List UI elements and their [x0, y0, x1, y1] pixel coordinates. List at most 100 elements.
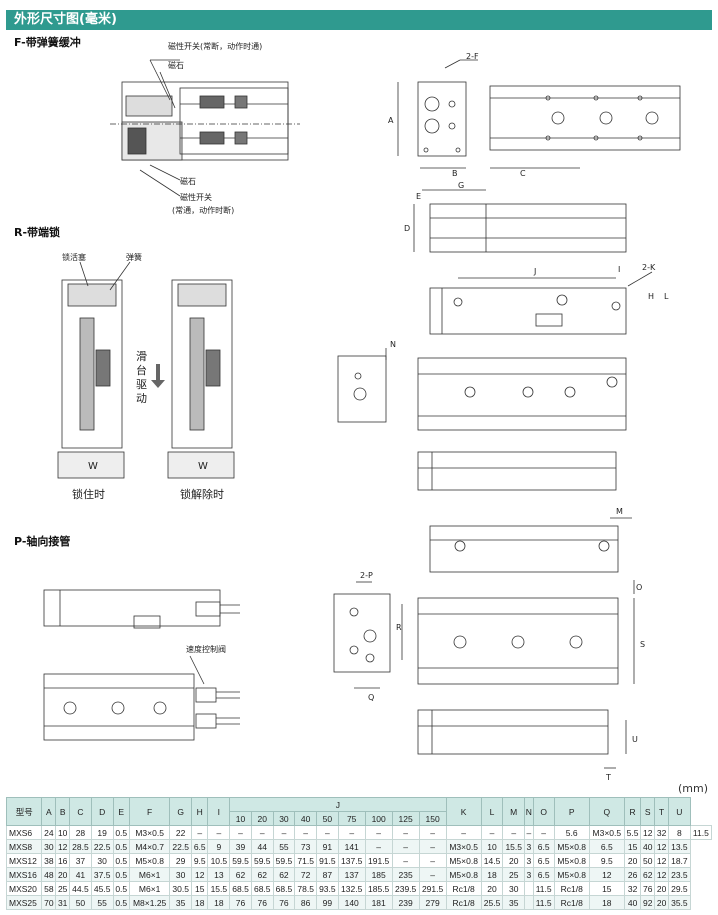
table-cell: 35 — [502, 895, 526, 910]
table-cell: 291.5 — [418, 881, 447, 896]
table-cell: 23.5 — [668, 867, 691, 882]
table-cell: 191.5 — [364, 853, 393, 868]
header-col-t: T — [654, 797, 670, 826]
table-cell: 72 — [294, 867, 317, 882]
table-cell: 132.5 — [337, 881, 366, 896]
table-cell: 22 — [169, 825, 193, 840]
table-cell: 62 — [250, 867, 274, 882]
table-cell: 76 — [229, 895, 252, 910]
label-spring: 弹簧 — [126, 252, 142, 262]
table-cell: 58 — [41, 881, 57, 896]
dim-s: S — [640, 640, 645, 649]
dim-r: R — [396, 623, 402, 632]
table-cell: 68.5 — [229, 881, 252, 896]
header-col-n: N — [524, 797, 534, 826]
drawing-p-endview — [333, 581, 403, 689]
header-col-m: M — [502, 797, 526, 826]
header-col-u: U — [668, 797, 691, 826]
table-cell — [524, 895, 534, 910]
technical-drawings: 磁性开关(常断，动作时通) 磁石 磁石 磁性开关 (常通，动作时断) 2-F A… — [43, 41, 681, 782]
table-cell: 41 — [69, 867, 92, 882]
table-cell: M5×0.8 — [553, 853, 590, 868]
table-cell: 15 — [623, 839, 642, 854]
table-cell: – — [418, 839, 447, 854]
cell-model: MXS16 — [5, 867, 43, 882]
table-cell: 78.5 — [294, 881, 317, 896]
table-cell: 185.5 — [364, 881, 393, 896]
table-cell: 12 — [588, 867, 625, 882]
header-col-k: K — [445, 797, 482, 826]
table-cell: 87 — [316, 867, 339, 882]
header-j-75: 75 — [337, 811, 366, 826]
table-cell: 15 — [191, 881, 209, 896]
table-cell: Rc1/8 — [553, 881, 590, 896]
header-col-r: R — [623, 797, 642, 826]
dim-o: O — [636, 583, 642, 592]
table-cell: 26 — [623, 867, 642, 882]
table-cell: 181 — [364, 895, 393, 910]
table-cell: 25 — [55, 881, 71, 896]
table-cell: 12 — [654, 867, 670, 882]
dim-j: J — [533, 267, 536, 276]
table-cell: – — [250, 825, 274, 840]
dim-q: Q — [368, 693, 374, 702]
table-cell: – — [391, 853, 420, 868]
table-cell: 0.5 — [112, 895, 130, 910]
drawing-p-left-top — [43, 589, 240, 629]
label-magnet-top: 磁石 — [168, 60, 184, 70]
dim-a: A — [388, 116, 394, 125]
header-col-d: D — [90, 797, 114, 826]
page-header: 外形尺寸图(毫米) — [6, 10, 712, 30]
table-cell: 16 — [55, 853, 71, 868]
table-cell: – — [229, 825, 252, 840]
cell-model: MXS25 — [5, 895, 43, 910]
header-col-j: J — [229, 797, 447, 812]
table-cell: 141 — [337, 839, 366, 854]
dim-b: B — [452, 169, 458, 178]
header-j-40: 40 — [294, 811, 317, 826]
label-2k: 2-K — [642, 263, 656, 272]
section-title-r: R-带端锁 — [14, 226, 61, 239]
table-cell: 28 — [69, 825, 92, 840]
table-cell: 13 — [207, 867, 231, 882]
header-col-i: I — [207, 797, 231, 826]
table-cell: 45.5 — [90, 881, 114, 896]
table-cell: – — [294, 825, 317, 840]
header-col-h: H — [191, 797, 209, 826]
table-cell: 20 — [502, 853, 526, 868]
table-cell: 50 — [69, 895, 92, 910]
table-cell: 3 — [524, 867, 534, 882]
table-cell: M6×1 — [128, 881, 171, 896]
label-magnet-bottom: 磁石 — [180, 176, 196, 186]
table-cell: 137.5 — [337, 853, 366, 868]
table-cell: 25 — [502, 867, 526, 882]
drawing-f-section — [110, 59, 300, 197]
label-drive: 驱 — [136, 378, 147, 391]
header-col-a: A — [41, 797, 57, 826]
drawing-p-plan — [417, 580, 635, 685]
table-cell: 18 — [207, 895, 231, 910]
table-cell: 18.7 — [668, 853, 691, 868]
table-cell: 12 — [55, 839, 71, 854]
table-cell: 0.5 — [112, 867, 130, 882]
table-cell: 59.5 — [229, 853, 252, 868]
dim-c: C — [520, 169, 526, 178]
table-cell: 15.5 — [502, 839, 526, 854]
table-cell: 3 — [524, 839, 534, 854]
table-cell: 70 — [41, 895, 57, 910]
table-cell: 239 — [391, 895, 420, 910]
table-cell: – — [524, 825, 534, 840]
table-cell: Rc1/8 — [445, 881, 482, 896]
table-cell: 29 — [169, 853, 193, 868]
table-cell: 6.5 — [191, 839, 209, 854]
header-col-p: P — [553, 797, 590, 826]
drawing-p-top — [429, 525, 619, 573]
table-cell: 9 — [207, 839, 231, 854]
table-cell: 24 — [41, 825, 57, 840]
table-cell: – — [418, 825, 447, 840]
drawing-f-plan — [489, 85, 681, 169]
